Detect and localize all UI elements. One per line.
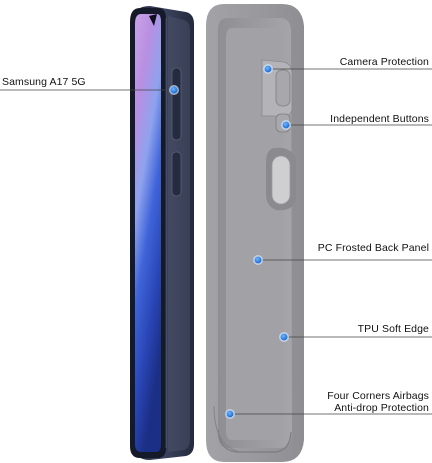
marker-dots: [169, 64, 291, 419]
phone-illustration: [130, 6, 194, 460]
camera-protection-label: Camera Protection: [339, 56, 429, 68]
marker-dot-phone: [169, 85, 179, 95]
back-panel-label: PC Frosted Back Panel: [317, 242, 429, 254]
phone-model-label: Samsung A17 5G: [2, 76, 86, 88]
corner-airbags-label-line2: Anti-drop Protection: [334, 402, 429, 414]
corner-airbags-label-line1: Four Corners Airbags: [327, 390, 429, 402]
marker-dot-corners: [225, 409, 235, 419]
case-illustration: [206, 4, 304, 462]
marker-dot-back-panel: [253, 255, 263, 265]
marker-dot-camera: [263, 64, 273, 74]
marker-dot-buttons: [281, 120, 291, 130]
independent-buttons-label: Independent Buttons: [330, 113, 429, 125]
soft-edge-label: TPU Soft Edge: [357, 323, 429, 335]
leader-lines: [0, 68, 432, 415]
marker-dot-edge: [279, 332, 289, 342]
corner-airbags-label: Four Corners Airbags Anti-drop Protectio…: [327, 390, 429, 414]
